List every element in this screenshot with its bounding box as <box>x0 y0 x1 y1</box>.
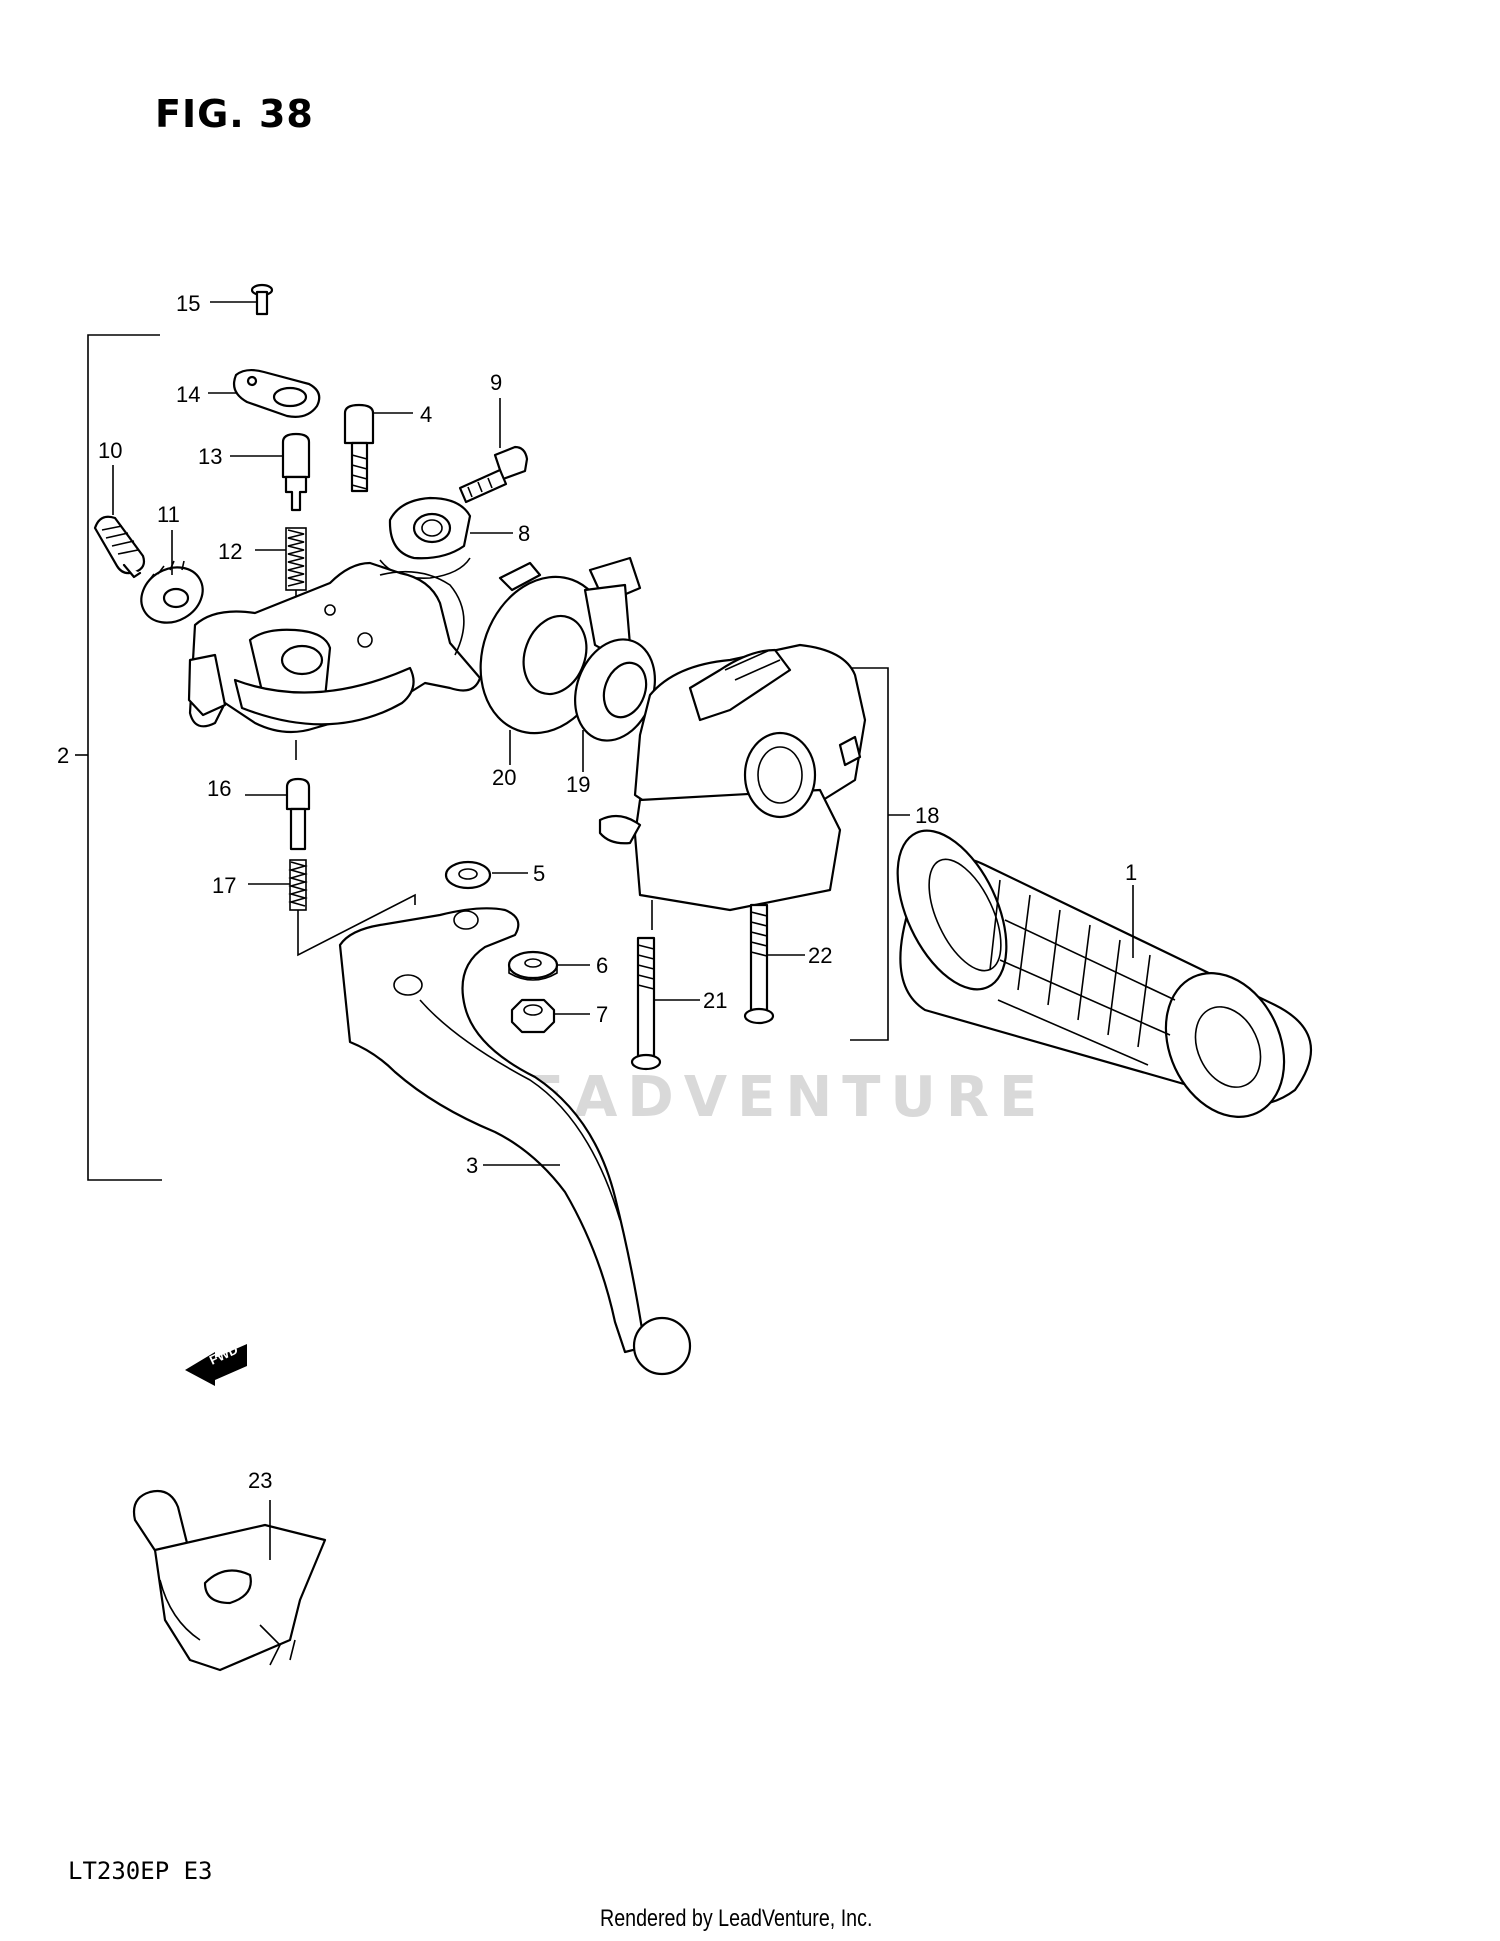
callout-17: 17 <box>212 873 236 898</box>
figure-title: FIG. 38 <box>155 92 314 136</box>
adjuster-part-10 <box>93 465 146 579</box>
callout-15: 15 <box>176 291 200 316</box>
spring-part-17 <box>248 859 416 957</box>
lever-part-3 <box>338 907 692 1376</box>
callout-2: 2 <box>57 743 69 768</box>
assembly-bracket-2 <box>75 334 162 1181</box>
callout-18: 18 <box>915 803 939 828</box>
assembly-bracket-18 <box>850 667 910 1041</box>
bolt-part-4 <box>343 403 413 493</box>
lever-holder-body <box>187 561 482 760</box>
callout-4: 4 <box>420 402 432 427</box>
callout-5: 5 <box>533 861 545 886</box>
nut-part-7 <box>510 998 590 1034</box>
callout-1: 1 <box>1125 860 1137 885</box>
callout-13: 13 <box>198 444 222 469</box>
nut-part-11 <box>140 530 204 624</box>
screw-part-15 <box>210 283 274 316</box>
callout-12: 12 <box>218 539 242 564</box>
callout-23: 23 <box>248 1468 272 1493</box>
callout-16: 16 <box>207 776 231 801</box>
grip-part-1 <box>896 829 1312 1118</box>
forward-direction-arrow <box>185 1344 247 1386</box>
washer-part-5 <box>444 860 528 890</box>
bolt-part-9 <box>458 398 529 504</box>
screw-part-22 <box>743 903 805 1025</box>
screw-part-21 <box>630 900 700 1071</box>
callout-22: 22 <box>808 943 832 968</box>
callout-6: 6 <box>596 953 608 978</box>
switch-part-19 <box>574 556 656 772</box>
callout-9: 9 <box>490 370 502 395</box>
holder-part-23 <box>132 1489 327 1672</box>
switch-housing-part-18 <box>598 643 867 912</box>
model-code: LT230EP E3 <box>68 1857 213 1885</box>
washer-part-6 <box>507 950 590 981</box>
bolt-part-16 <box>245 777 311 851</box>
callout-11: 11 <box>157 502 180 527</box>
callout-20: 20 <box>492 765 516 790</box>
clamp-part-8 <box>379 496 513 579</box>
pin-part-13 <box>230 432 311 512</box>
callout-3: 3 <box>466 1153 478 1178</box>
footer-credit: Rendered by LeadVenture, Inc. <box>600 1905 873 1932</box>
callout-8: 8 <box>518 521 530 546</box>
callout-7: 7 <box>596 1002 608 1027</box>
callout-21: 21 <box>703 988 727 1013</box>
gasket-part-14 <box>208 368 321 418</box>
callout-19: 19 <box>566 772 590 797</box>
callout-10: 10 <box>98 438 122 463</box>
callout-14: 14 <box>176 382 200 407</box>
